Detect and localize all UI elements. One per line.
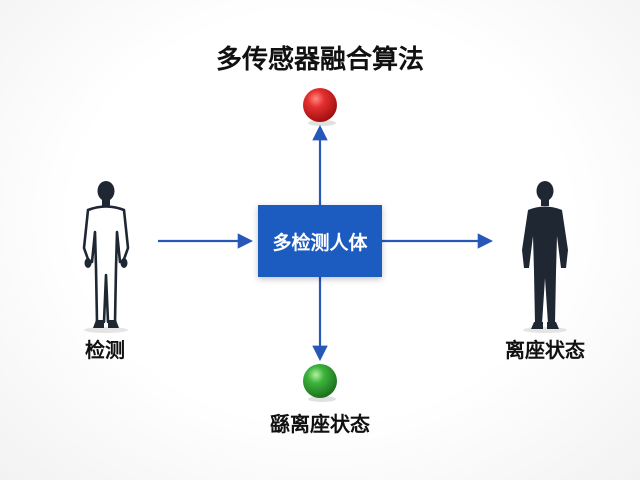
human-outline-icon [82,181,130,333]
red-sphere-icon [303,88,337,126]
center-box-label: 多检测人体 [272,231,368,254]
diagram-title: 多传感器融合算法 [215,45,424,75]
bottom-node-label: 繇离座状态 [270,412,370,436]
green-sphere-icon [303,364,337,402]
human-silhouette-icon [522,181,568,333]
right-node-label: 离座状态 [505,338,585,362]
center-process-box: 多检测人体 [258,205,382,277]
left-node-label: 检测 [85,338,125,362]
